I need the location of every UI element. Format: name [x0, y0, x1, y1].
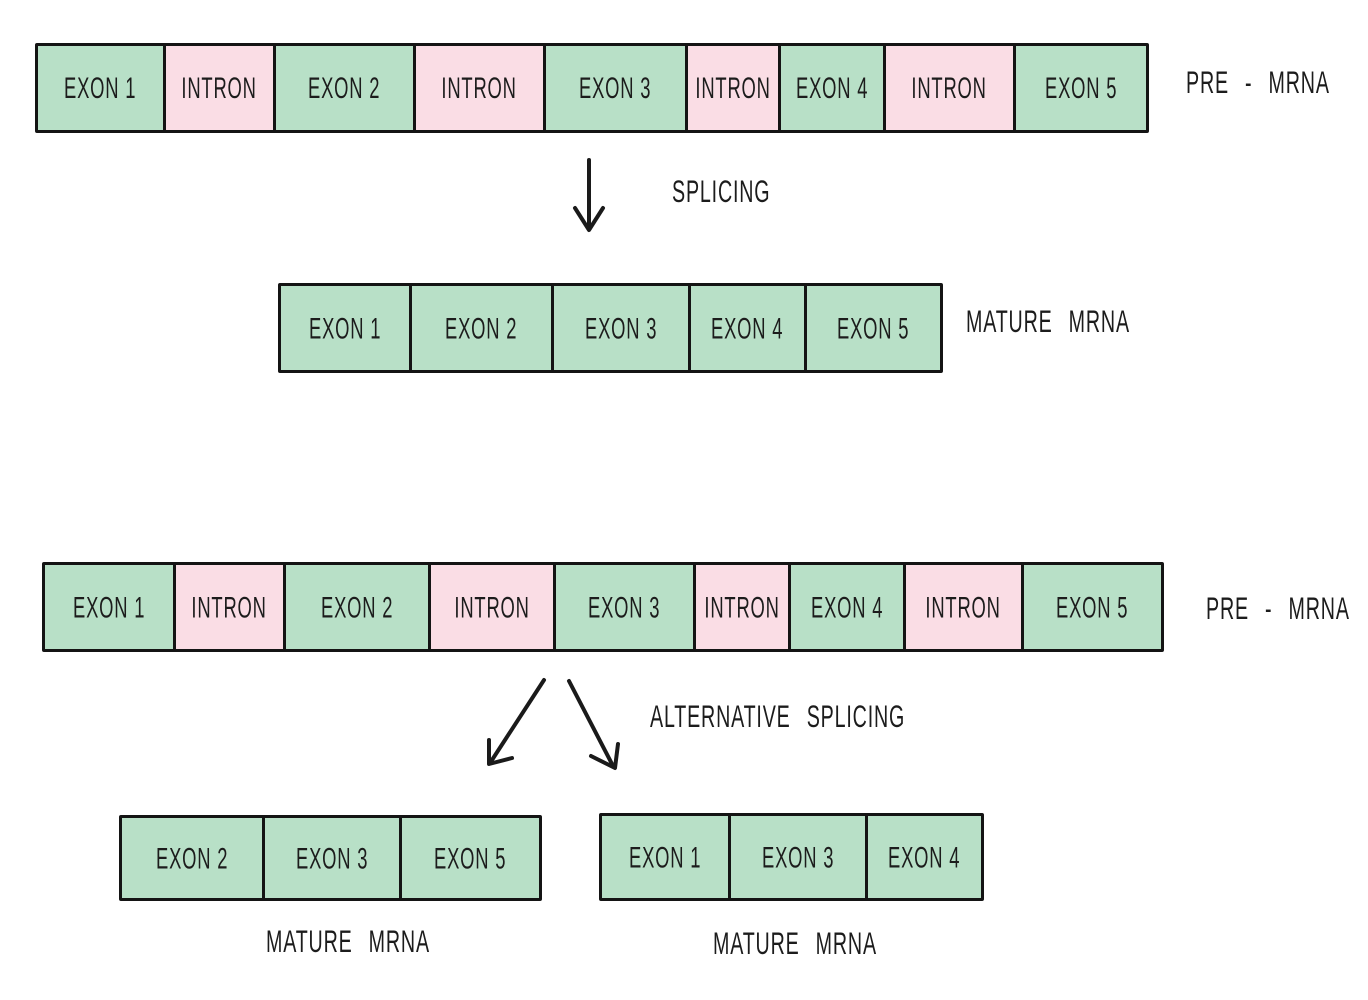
mature-mrna-bar-right: EXON 1 EXON 3 EXON 4 — [599, 813, 984, 901]
segment-label: EXON 3 — [579, 70, 652, 105]
exon-segment: EXON 4 — [778, 46, 883, 130]
segment-label: INTRON — [911, 70, 988, 105]
intron-segment: INTRON — [685, 46, 778, 130]
exon-segment: EXON 5 — [399, 818, 539, 898]
intron-segment: INTRON — [163, 46, 273, 130]
segment-label: EXON 4 — [888, 839, 961, 874]
exon-segment: EXON 1 — [38, 46, 163, 130]
exon-segment: EXON 4 — [865, 816, 981, 898]
segment-label: INTRON — [704, 589, 780, 624]
segment-label: EXON 1 — [72, 589, 146, 624]
mature-mrna-label-right: MATURE MRNA — [713, 926, 877, 962]
mature-mrna-bar-top: EXON 1 EXON 2 EXON 3 EXON 4 EXON 5 — [278, 283, 943, 373]
segment-label: INTRON — [441, 70, 518, 105]
splicing-label: SPLICING — [672, 174, 771, 210]
alternative-splicing-arrows-icon — [487, 678, 620, 770]
exon-segment: EXON 4 — [688, 286, 804, 370]
exon-segment: EXON 3 — [543, 46, 685, 130]
segment-label: EXON 3 — [295, 840, 369, 875]
pre-mrna-label-bottom: PRE - MRNA — [1206, 591, 1350, 627]
segment-label: EXON 2 — [445, 310, 518, 345]
exon-segment: EXON 2 — [283, 565, 428, 649]
segment-label: EXON 1 — [628, 839, 702, 874]
segment-label: EXON 5 — [1056, 589, 1129, 624]
exon-segment: EXON 1 — [602, 816, 728, 898]
segment-label: INTRON — [181, 70, 258, 105]
exon-segment: EXON 3 — [551, 286, 688, 370]
intron-segment: INTRON — [173, 565, 283, 649]
segment-label: EXON 1 — [64, 70, 137, 105]
intron-segment: INTRON — [883, 46, 1013, 130]
pre-mrna-label-top: PRE - MRNA — [1186, 65, 1330, 101]
segment-label: EXON 3 — [761, 839, 835, 874]
segment-label: EXON 4 — [810, 589, 884, 624]
segment-label: INTRON — [191, 589, 268, 624]
segment-label: EXON 5 — [1044, 70, 1118, 105]
pre-mrna-bar-top: EXON 1 INTRON EXON 2 INTRON EXON 3 INTRON EXON… — [35, 43, 1149, 133]
splicing-arrow-icon — [573, 158, 605, 232]
exon-segment: EXON 4 — [788, 565, 903, 649]
exon-segment: EXON 3 — [262, 818, 399, 898]
exon-segment: EXON 5 — [1013, 46, 1146, 130]
exon-segment: EXON 2 — [273, 46, 413, 130]
exon-segment: EXON 5 — [804, 286, 940, 370]
mature-mrna-label-top: MATURE MRNA — [966, 304, 1130, 340]
exon-segment: EXON 3 — [728, 816, 865, 898]
segment-label: EXON 3 — [584, 310, 658, 345]
exon-segment: EXON 1 — [281, 286, 409, 370]
exon-segment: EXON 2 — [409, 286, 551, 370]
exon-segment: EXON 5 — [1021, 565, 1161, 649]
segment-label: INTRON — [695, 70, 771, 105]
mature-mrna-bar-left: EXON 2 EXON 3 EXON 5 — [119, 815, 542, 901]
intron-segment: INTRON — [413, 46, 543, 130]
exon-segment: EXON 3 — [553, 565, 693, 649]
alternative-splicing-label: ALTERNATIVE SPLICING — [650, 699, 906, 735]
segment-label: EXON 3 — [588, 589, 661, 624]
exon-segment: EXON 2 — [122, 818, 262, 898]
intron-segment: INTRON — [903, 565, 1021, 649]
mature-mrna-label-left: MATURE MRNA — [266, 924, 430, 960]
intron-segment: INTRON — [428, 565, 553, 649]
segment-label: EXON 4 — [795, 70, 869, 105]
segment-label: EXON 2 — [155, 840, 229, 875]
segment-label: EXON 2 — [308, 70, 381, 105]
segment-label: EXON 5 — [837, 310, 910, 345]
segment-label: INTRON — [925, 589, 1002, 624]
segment-label: EXON 5 — [434, 840, 507, 875]
segment-label: INTRON — [454, 589, 530, 624]
segment-label: EXON 2 — [320, 589, 394, 624]
segment-label: EXON 4 — [711, 310, 784, 345]
exon-segment: EXON 1 — [45, 565, 173, 649]
segment-label: EXON 1 — [308, 310, 382, 345]
intron-segment: INTRON — [693, 565, 788, 649]
pre-mrna-bar-bottom: EXON 1 INTRON EXON 2 INTRON EXON 3 INTRON EXON… — [42, 562, 1164, 652]
